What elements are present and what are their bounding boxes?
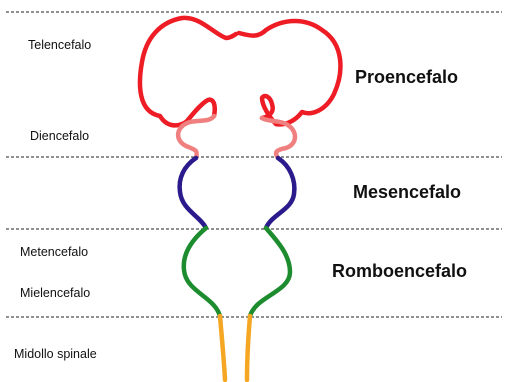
rhombencephalon-outline (184, 228, 290, 316)
label-metencefalo: Metencefalo (20, 245, 88, 259)
telencephalon-outline (140, 18, 340, 126)
label-proencefalo: Proencefalo (355, 67, 458, 87)
mesencephalon-outline (180, 158, 295, 228)
label-romboencefalo: Romboencefalo (332, 261, 467, 281)
label-diencefalo: Diencefalo (30, 129, 89, 143)
label-telencefalo: Telencefalo (28, 38, 91, 52)
label-midollo-spinale: Midollo spinale (14, 347, 97, 361)
diencephalon-outline (178, 116, 295, 158)
label-mielencefalo: Mielencefalo (20, 286, 90, 300)
label-mesencefalo: Mesencefalo (353, 182, 461, 202)
spinal-cord-outline (220, 316, 250, 380)
